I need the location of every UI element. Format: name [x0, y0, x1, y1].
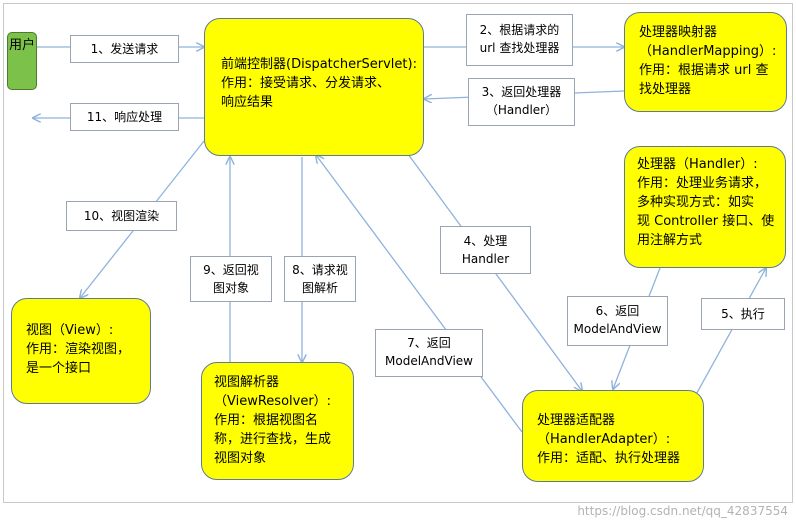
- node-view: 视图（View）: 作用：渲染视图， 是一个接口: [11, 298, 151, 404]
- arrow-5: [687, 268, 766, 410]
- node-handler-adapter: 处理器适配器 （HandlerAdapter）: 作用：适配、执行处理器: [522, 390, 704, 482]
- edge-label-3: 3、返回处理器（Handler）: [468, 78, 575, 126]
- edge-label-1: 1、发送请求: [70, 35, 179, 63]
- handler-mapping-line-1: 处理器映射器: [639, 25, 718, 40]
- handler-line-5: 用注解方式: [637, 233, 703, 248]
- edge-label-10: 10、视图渲染: [66, 201, 177, 231]
- handler-line-1: 处理器（Handler）:: [637, 157, 758, 172]
- arrow-7: [316, 155, 523, 433]
- node-dispatcher-servlet: 前端控制器(DispatcherServlet): 作用：接受请求、分发请求、 …: [204, 18, 424, 156]
- node-user: 用户: [7, 32, 37, 90]
- handler-mapping-line-2: （HandlerMapping）:: [639, 44, 777, 59]
- view-line-1: 视图（View）:: [26, 323, 114, 338]
- edge-label-5: 5、执行: [701, 298, 785, 330]
- view-resolver-line-2: （ViewResolver）:: [214, 394, 332, 409]
- watermark: https://blog.csdn.net/qq_42837554: [577, 504, 788, 518]
- node-handler: 处理器（Handler）: 作用：处理业务请求， 多种实现方式：如实 现 Con…: [624, 146, 786, 268]
- handler-adapter-line-1: 处理器适配器: [537, 413, 616, 428]
- handler-mapping-line-3: 作用：根据请求 url 查: [639, 63, 769, 78]
- handler-line-2: 作用：处理业务请求，: [637, 176, 768, 191]
- view-resolver-line-4: 称，进行查找，生成: [214, 432, 332, 447]
- edge-label-11: 11、响应处理: [70, 103, 179, 131]
- view-line-2: 作用：渲染视图，: [26, 342, 131, 357]
- handler-line-3: 多种实现方式：如实: [637, 195, 755, 210]
- dispatcher-line-1: 前端控制器(DispatcherServlet):: [221, 57, 417, 72]
- handler-line-4: 现 Controller 接口、使: [637, 214, 775, 229]
- view-line-3: 是一个接口: [26, 361, 92, 376]
- view-resolver-line-3: 作用：根据视图名: [214, 413, 319, 428]
- edge-label-9: 9、返回视图对象: [190, 256, 272, 302]
- edge-label-8: 8、请求视图解析: [284, 256, 356, 302]
- handler-mapping-line-4: 找处理器: [639, 82, 692, 97]
- handler-adapter-line-3: 作用：适配、执行处理器: [537, 451, 681, 466]
- node-handler-mapping: 处理器映射器 （HandlerMapping）: 作用：根据请求 url 查 找…: [624, 12, 787, 112]
- view-resolver-line-1: 视图解析器: [214, 375, 280, 390]
- diagram-frame: [3, 3, 793, 503]
- handler-adapter-line-2: （HandlerAdapter）:: [537, 432, 671, 447]
- view-resolver-line-5: 视图对象: [214, 451, 267, 466]
- dispatcher-line-2: 作用：接受请求、分发请求、: [221, 76, 391, 91]
- node-view-resolver: 视图解析器 （ViewResolver）: 作用：根据视图名 称，进行查找，生成…: [201, 362, 354, 480]
- dispatcher-line-3: 响应结果: [221, 95, 274, 110]
